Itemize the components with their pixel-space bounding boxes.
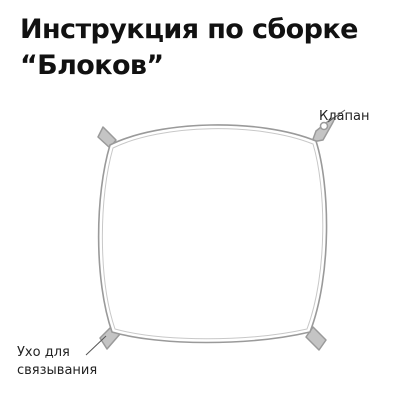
block-outline-outer (97, 124, 328, 344)
tie-ear-leader-line (85, 335, 107, 356)
tie-ear-label-line-1: Ухо для (17, 345, 70, 360)
block-outline-inner (101, 128, 324, 340)
valve-label: Клапан (319, 109, 370, 124)
tie-ear-bottom-right (305, 326, 327, 351)
title-line-1: Инструкция по сборке (20, 14, 358, 45)
tie-ear-label: Ухо для связывания (17, 344, 97, 380)
page-title: Инструкция по сборке “Блоков” (20, 12, 390, 85)
valve-leader-line (327, 109, 346, 123)
title-line-2: “Блоков” (20, 50, 164, 82)
valve-ring-icon (319, 121, 329, 131)
tie-ear-label-line-2: связывания (17, 363, 98, 379)
